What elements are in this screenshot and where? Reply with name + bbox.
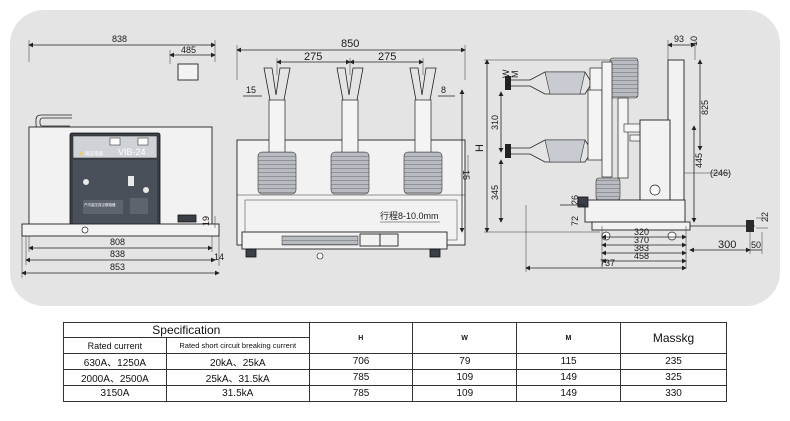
col-w-header: W xyxy=(412,322,518,354)
cell-w: 109 xyxy=(412,385,518,402)
dim-22: 22 xyxy=(760,212,770,222)
brand-label: VIB-24 xyxy=(118,147,146,157)
cell-mass: 235 xyxy=(620,353,727,370)
dim-808: 808 xyxy=(110,237,125,247)
side-view: 93 10 H 310 345 W M xyxy=(474,34,770,272)
dim-93: 93 xyxy=(674,34,684,44)
stroke-label: 行程8-10.0mm xyxy=(380,210,439,221)
cell-mass: 325 xyxy=(620,369,727,386)
pole-view: 850 275 275 15 8 xyxy=(236,38,471,260)
table-row: 2000A、2500A 25kA、31.5kA 785 109 149 325 xyxy=(63,369,727,386)
cell-current: 2000A、2500A xyxy=(63,369,167,386)
dim-445: 445 xyxy=(694,153,704,168)
dim-246: (246) xyxy=(710,168,731,178)
table-row: 3150A 31.5kA 785 109 149 330 xyxy=(63,385,727,402)
cell-w: 109 xyxy=(412,369,518,386)
dim-26: 26 xyxy=(570,195,580,205)
cell-current: 3150A xyxy=(63,385,167,402)
spec-title: Specification xyxy=(63,322,310,338)
col-rated-current-header: Rated current xyxy=(63,337,167,354)
technical-drawing: 838 485 ⚡ 高压电器 VIB-24 户内高压真空断路器 19 xyxy=(21,34,770,278)
cell-h: 785 xyxy=(308,369,414,386)
cell-breaking: 20kA、25kA xyxy=(165,353,310,370)
dim-8: 8 xyxy=(441,85,446,95)
dim-14: 14 xyxy=(214,252,224,262)
front-view: 838 485 ⚡ 高压电器 VIB-24 户内高压真空断路器 19 xyxy=(21,34,224,278)
dim-275-right: 275 xyxy=(378,51,396,63)
svg-text:⚡ 高压电器: ⚡ 高压电器 xyxy=(78,150,103,157)
dim-50: 50 xyxy=(751,240,761,250)
dim-737: 737 xyxy=(600,258,615,268)
table-row: 630A、1250A 20kA、25kA 706 79 115 235 xyxy=(63,353,727,370)
dim-825: 825 xyxy=(700,100,710,115)
dim-458: 458 xyxy=(634,251,649,261)
panel-label: 户内高压真空断路器 xyxy=(84,202,116,207)
dim-838-top: 838 xyxy=(112,34,127,44)
cell-m: 115 xyxy=(516,353,622,370)
dim-15-right: 15 xyxy=(461,170,471,180)
cell-m: 149 xyxy=(516,369,622,386)
dim-345: 345 xyxy=(490,185,500,200)
dim-838-base: 838 xyxy=(110,249,125,259)
cell-w: 79 xyxy=(412,353,518,370)
dim-19: 19 xyxy=(201,216,211,226)
dim-15-left: 15 xyxy=(246,85,256,95)
cell-breaking: 31.5kA xyxy=(165,385,310,402)
dim-10: 10 xyxy=(689,36,699,46)
cell-h: 785 xyxy=(308,385,414,402)
col-m-header: M xyxy=(516,322,622,354)
cell-m: 149 xyxy=(516,385,622,402)
dim-485: 485 xyxy=(181,45,196,55)
cell-current: 630A、1250A xyxy=(63,353,167,370)
dim-853: 853 xyxy=(110,262,125,272)
dim-W: W xyxy=(501,69,511,78)
pole-2 xyxy=(330,67,370,195)
cell-breaking: 25kA、31.5kA xyxy=(165,369,310,386)
dim-M: M xyxy=(510,71,520,79)
col-breaking-header: Rated short circuit breaking current xyxy=(165,337,310,354)
dim-370: 370 xyxy=(634,235,649,245)
cell-h: 706 xyxy=(308,353,414,370)
dim-850: 850 xyxy=(341,38,359,50)
dim-310: 310 xyxy=(490,115,500,130)
specification-table: Specification H W M Masskg Rated current… xyxy=(63,322,727,402)
dim-H: H xyxy=(474,144,486,152)
pole-3 xyxy=(403,67,443,195)
dim-320: 320 xyxy=(634,227,649,237)
dim-300: 300 xyxy=(718,239,736,251)
cell-mass: 330 xyxy=(620,385,727,402)
col-mass-header: Masskg xyxy=(620,322,727,354)
pole-1 xyxy=(257,67,297,195)
dim-72: 72 xyxy=(570,216,580,226)
dim-383: 383 xyxy=(634,243,649,253)
dim-275-left: 275 xyxy=(304,51,322,63)
col-h-header: H xyxy=(308,322,414,354)
